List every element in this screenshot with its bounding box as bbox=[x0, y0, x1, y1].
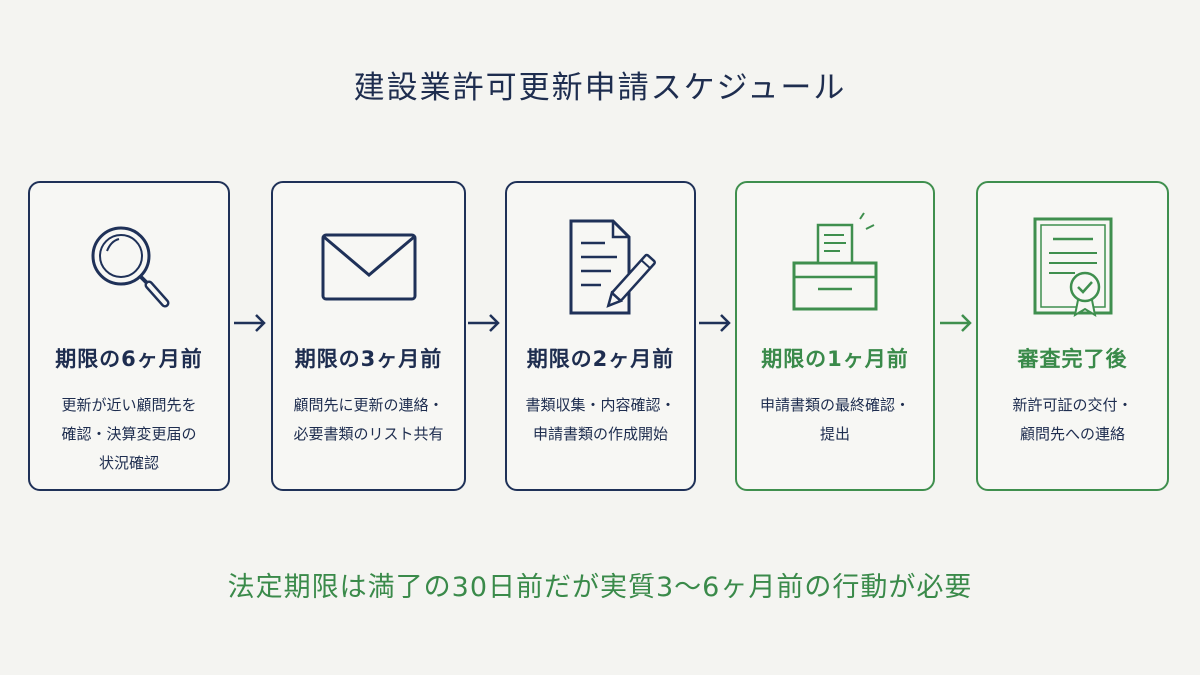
arrow-right-icon bbox=[940, 314, 972, 332]
step-description-line: 申請書類の最終確認・ bbox=[759, 396, 910, 414]
page-title: 建設業許可更新申請スケジュール bbox=[353, 70, 847, 106]
step-description-line: 顧問先への連絡 bbox=[1019, 425, 1125, 443]
step-card-3-months: 期限の3ヶ月前 顧問先に更新の連絡・ 必要書類のリスト共有 bbox=[271, 181, 466, 491]
step-heading: 審査完了後 bbox=[1017, 347, 1128, 371]
submission-box-icon bbox=[737, 211, 933, 323]
step-description-line: 顧問先に更新の連絡・ bbox=[293, 396, 444, 414]
step-card-6-months: 期限の6ヶ月前 更新が近い顧問先を 確認・決算変更届の 状況確認 bbox=[28, 181, 230, 491]
step-description-line: 確認・決算変更届の bbox=[61, 425, 197, 443]
step-description-line: 状況確認 bbox=[98, 454, 159, 472]
magnifier-icon bbox=[30, 211, 228, 323]
certificate-icon bbox=[978, 211, 1167, 323]
envelope-icon bbox=[273, 211, 464, 323]
step-description: 顧問先に更新の連絡・ 必要書類のリスト共有 bbox=[283, 391, 454, 449]
arrow-right-icon bbox=[468, 314, 500, 332]
step-heading: 期限の2ヶ月前 bbox=[526, 347, 675, 371]
step-description: 申請書類の最終確認・ 提出 bbox=[747, 391, 923, 449]
step-card-1-month: 期限の1ヶ月前 申請書類の最終確認・ 提出 bbox=[735, 181, 935, 491]
step-card-after-review: 審査完了後 新許可証の交付・ 顧問先への連絡 bbox=[976, 181, 1169, 491]
step-heading: 期限の6ヶ月前 bbox=[55, 347, 203, 371]
step-description: 新許可証の交付・ 顧問先への連絡 bbox=[988, 391, 1157, 449]
step-description-line: 提出 bbox=[819, 425, 850, 443]
step-description-line: 必要書類のリスト共有 bbox=[293, 425, 444, 443]
step-description-line: 書類収集・内容確認・ bbox=[525, 396, 676, 414]
footer-note: 法定期限は満了の30日前だが実質3〜6ヶ月前の行動が必要 bbox=[227, 572, 973, 603]
step-description-line: 新許可証の交付・ bbox=[1012, 396, 1133, 414]
step-card-2-months: 期限の2ヶ月前 書類収集・内容確認・ 申請書類の作成開始 bbox=[505, 181, 696, 491]
step-description-line: 更新が近い顧問先を bbox=[61, 396, 197, 414]
step-description-line: 申請書類の作成開始 bbox=[532, 425, 668, 443]
document-pencil-icon bbox=[507, 211, 694, 323]
step-description: 更新が近い顧問先を 確認・決算変更届の 状況確認 bbox=[40, 391, 218, 478]
step-description: 書類収集・内容確認・ 申請書類の作成開始 bbox=[517, 391, 684, 449]
arrow-right-icon bbox=[699, 314, 731, 332]
step-heading: 期限の3ヶ月前 bbox=[294, 347, 443, 371]
arrow-right-icon bbox=[234, 314, 266, 332]
step-heading: 期限の1ヶ月前 bbox=[761, 347, 909, 371]
